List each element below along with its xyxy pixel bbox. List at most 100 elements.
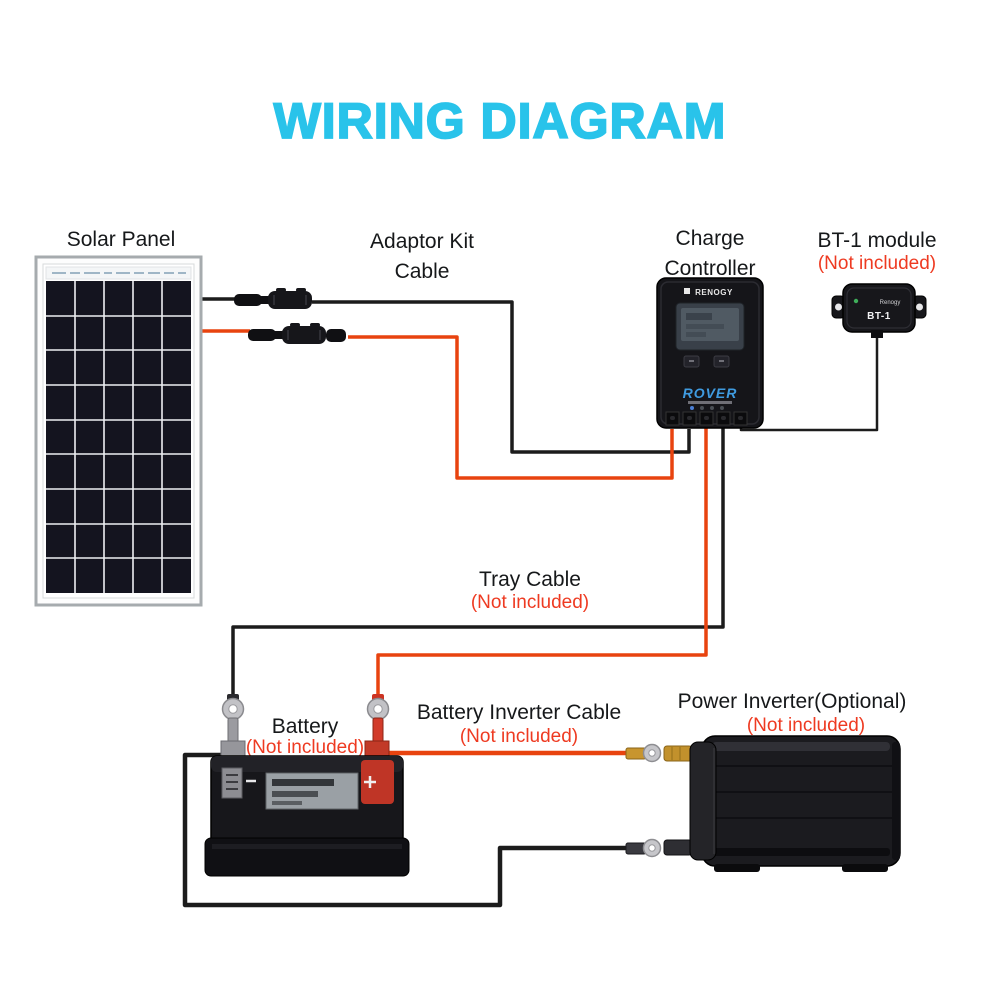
mc4-male-nose <box>259 296 271 304</box>
mc4-connector-pair-2 <box>248 323 346 344</box>
mc4-connector-pair-1 <box>234 288 312 309</box>
tray-cable-label: Tray Cable <box>479 568 581 591</box>
mc4-lock-clip <box>276 288 286 292</box>
power-inverter-not-included-note: (Not included) <box>746 715 866 736</box>
stud-threads <box>671 746 681 761</box>
battery-positive-ring-terminal <box>366 694 390 745</box>
mc4-coupler <box>326 329 346 342</box>
mc4-lock-clip <box>296 288 306 292</box>
ring-hole <box>373 704 383 714</box>
mc4-female-connector <box>282 326 326 344</box>
power-inverter <box>663 735 901 872</box>
battery-vent-slots <box>226 774 238 790</box>
mc4-male-nose <box>273 331 285 339</box>
inverter-foot <box>842 864 888 872</box>
battery-label-line <box>272 801 302 805</box>
battery-tray-highlight <box>212 844 402 849</box>
inverter-bottom-shade <box>712 848 890 856</box>
bt1-module: Renogy BT-1 <box>831 283 927 338</box>
adaptor-kit-line1: Adaptor Kit <box>370 230 474 253</box>
solar-panel <box>34 255 203 607</box>
bt1-cable-gland <box>871 330 883 338</box>
inverter-top-sheen <box>712 742 890 751</box>
battery-label: Battery <box>271 715 339 738</box>
renogy-logo-icon <box>684 288 690 294</box>
inverter-negative-ring-terminal <box>625 838 662 858</box>
screen-line <box>686 324 724 329</box>
mc4-male-connector <box>234 294 262 306</box>
battery <box>204 740 410 877</box>
ring-hole <box>648 844 656 852</box>
inverter-end-cap <box>689 741 717 861</box>
bt1-mount-hole-left <box>835 303 842 311</box>
adaptor-kit-cable-label: Adaptor Kit Cable <box>370 227 474 287</box>
screen-line <box>686 332 706 337</box>
bt1-mount-hole-right <box>916 303 923 311</box>
controller-terminals <box>665 411 748 426</box>
controller-buttons <box>683 355 730 368</box>
tray-cable-not-included-note: (Not included) <box>470 592 590 613</box>
panel-cell-grid <box>46 281 191 593</box>
ring-hole <box>648 749 656 757</box>
battery-plus-mark <box>364 776 376 788</box>
mc4-lock-clip <box>310 323 320 327</box>
mc4-female-connector <box>268 291 312 309</box>
battery-not-included-note: (Not included) <box>245 737 365 758</box>
battery-lid <box>211 756 403 772</box>
controller-screen <box>675 302 745 351</box>
controller-body <box>656 277 764 429</box>
inverter-foot <box>714 864 760 872</box>
panel-cells <box>46 281 191 593</box>
adaptor-kit-line2: Cable <box>394 260 450 283</box>
battery-inverter-cable-note: (Not included) <box>459 726 579 747</box>
bt1-status-led <box>853 298 859 304</box>
bt1-not-included-note: (Not included) <box>817 253 937 274</box>
charge-controller: RENOGY ROVER <box>656 277 764 429</box>
mc4-male-connector <box>248 329 276 341</box>
mc4-lock-clip <box>290 323 300 327</box>
battery-positive-cover <box>361 760 394 804</box>
mc4-ridges <box>273 295 307 305</box>
wires <box>182 297 879 908</box>
solar-panel-label: Solar Panel <box>66 228 176 251</box>
controller-brand-text: RENOGY <box>695 288 733 297</box>
bt1-module-label: BT-1 module <box>817 229 937 252</box>
bt1-brand-text: Renogy <box>880 300 901 306</box>
inverter-body <box>701 735 901 867</box>
controller-model-text: ROVER <box>683 385 738 401</box>
led-dot <box>710 406 714 410</box>
battery-base-tray <box>204 837 410 877</box>
battery-label-line <box>272 791 318 797</box>
inverter-right-edge <box>892 742 900 860</box>
ring-hole <box>228 704 238 714</box>
mc4-ridges <box>287 330 321 340</box>
inverter-negative-black-cable <box>182 752 628 908</box>
battery-negative-ring-terminal <box>221 694 245 745</box>
led-dot <box>690 406 694 410</box>
power-inverter-label: Power Inverter(Optional) <box>677 690 907 713</box>
inverter-positive-ring-terminal <box>625 743 662 763</box>
charge-line2: Controller <box>664 257 756 280</box>
battery-inverter-cable-label: Battery Inverter Cable <box>416 701 622 724</box>
pv-to-controller-black-wire <box>312 300 691 454</box>
inverter-negative-stud <box>663 839 693 856</box>
tray-cable-red-wire <box>376 428 708 698</box>
bt1-model-text: BT-1 <box>867 311 891 322</box>
bt1-bezel <box>846 287 912 329</box>
battery-label-line <box>272 779 334 786</box>
led-dot <box>700 406 704 410</box>
tray-cable-black-wire <box>231 428 725 698</box>
bt1-body <box>842 283 916 333</box>
controller-subtext-bar <box>688 401 732 404</box>
charge-line1: Charge <box>675 227 745 250</box>
inverter-positive-stud <box>663 745 693 762</box>
inverter-fins <box>712 765 894 819</box>
led-dot <box>720 406 724 410</box>
ring-stem-gray <box>227 717 239 745</box>
charge-controller-label: Charge Controller <box>664 224 755 284</box>
ring-stem-red <box>372 717 384 745</box>
pv-to-controller-red-wire <box>348 335 674 480</box>
controller-indicator-leds <box>690 406 724 410</box>
